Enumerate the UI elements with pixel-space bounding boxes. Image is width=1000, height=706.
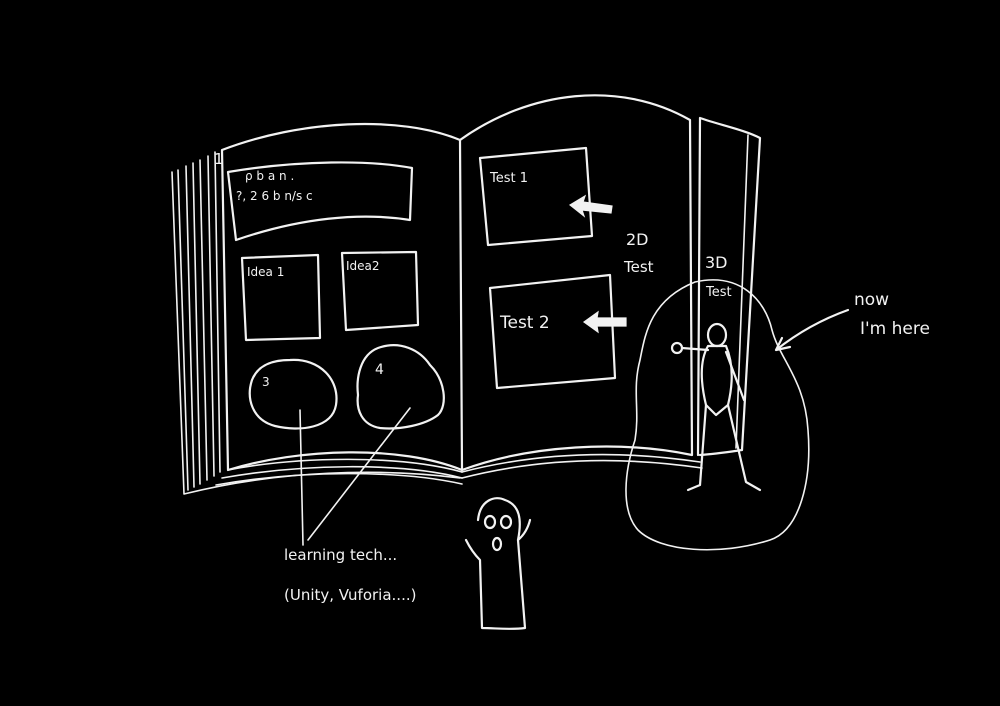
blob-3 xyxy=(248,358,338,430)
idea2-box xyxy=(340,250,420,332)
test2-label: Test 2 xyxy=(499,313,550,333)
ghost-mouth xyxy=(491,536,503,552)
blob-3-label: 3 xyxy=(262,375,270,389)
right-page-outline xyxy=(458,94,694,472)
test2-box xyxy=(488,273,617,390)
scribble-line-1: ρ b a n . xyxy=(245,169,294,183)
left-page-edges xyxy=(177,151,221,491)
idea1-box xyxy=(240,253,322,342)
person-figure xyxy=(670,322,762,492)
person-hand xyxy=(670,341,684,355)
label-3d-line1: 3D xyxy=(705,253,728,272)
left-bottom-pages xyxy=(215,458,463,486)
idea2-label: Idea2 xyxy=(346,259,380,273)
now-arrow xyxy=(774,308,850,352)
label-3d-line2: Test xyxy=(705,285,732,300)
left-page-content: 1 ρ b a n . ?, 2 6 b n/s c Idea 1 Idea2 … xyxy=(214,150,445,430)
learning-pointer-2 xyxy=(307,407,411,541)
page-number: 1 xyxy=(214,150,224,168)
learning-pointer-1 xyxy=(299,409,304,546)
learning-annotation: learning tech... (Unity, Vuforia....) xyxy=(284,407,416,604)
arrow-test2 xyxy=(582,310,627,334)
ghost-body xyxy=(464,497,532,630)
highlight-blob xyxy=(625,279,810,551)
label-2d-line1: 2D xyxy=(626,230,649,249)
now-annotation: now I'm here xyxy=(774,290,930,352)
person-arm xyxy=(680,346,746,402)
person-head xyxy=(706,322,728,348)
open-book xyxy=(171,94,762,495)
right-bottom-pages xyxy=(461,453,703,479)
learning-line1: learning tech... xyxy=(284,546,397,564)
label-2d-line2: Test xyxy=(623,258,654,276)
blob-4 xyxy=(356,344,445,430)
learning-line2: (Unity, Vuforia....) xyxy=(284,586,416,604)
person-body xyxy=(700,344,733,417)
now-line1: now xyxy=(854,290,889,310)
test1-box xyxy=(478,146,594,247)
test1-label: Test 1 xyxy=(489,171,528,186)
idea1-label: Idea 1 xyxy=(247,265,284,279)
blob-4-label: 4 xyxy=(375,362,384,378)
ghost-right-eye xyxy=(499,514,513,530)
scribble-box xyxy=(226,161,414,242)
ghost-left-eye xyxy=(483,514,497,530)
right-page-content: Test 1 Test 2 2D Test 3D Test xyxy=(478,146,732,390)
arrow-test1 xyxy=(568,194,613,218)
person-legs xyxy=(686,403,762,492)
scribble-line-2: ?, 2 6 b n/s c xyxy=(236,189,313,203)
turning-page-edge xyxy=(735,134,749,449)
now-line2: I'm here xyxy=(860,319,930,339)
scream-ghost xyxy=(464,497,532,630)
